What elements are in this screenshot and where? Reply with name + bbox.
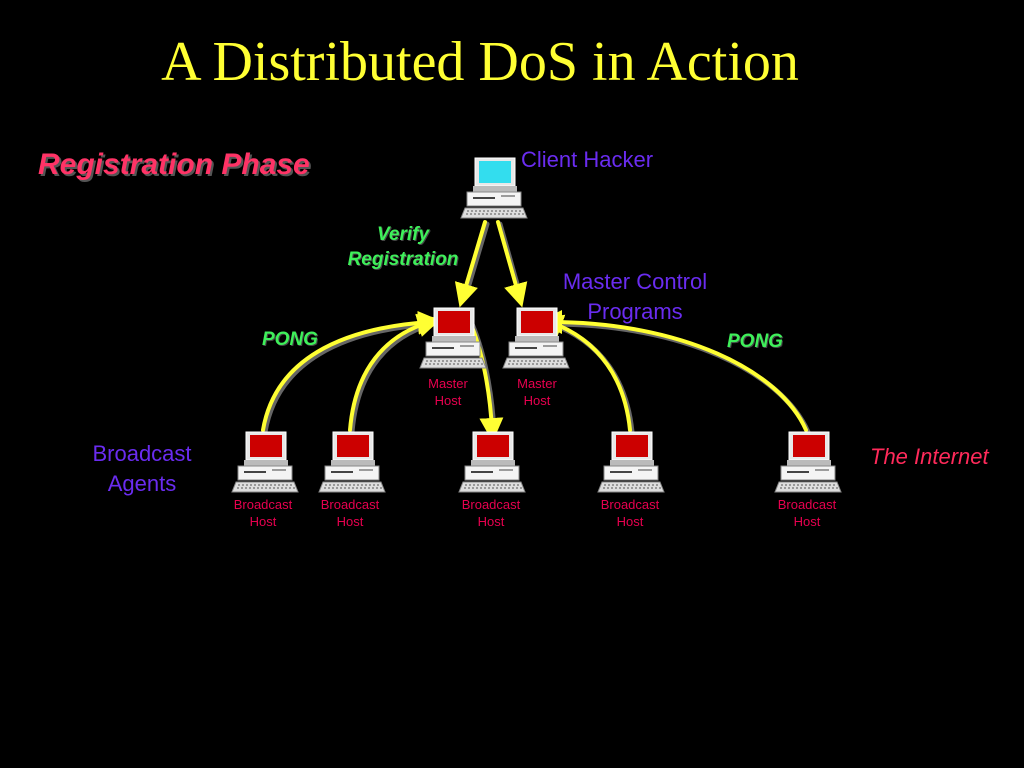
master-host-1-label: Master Host [418, 375, 478, 409]
broadcast-host-1-line1: Broadcast [233, 497, 293, 512]
internet-label: The Internet [870, 444, 989, 469]
master-host-2-label: Master Host [507, 375, 567, 409]
broadcast-host-1-label: Broadcast Host [225, 496, 301, 530]
broadcast-host-1-computer-icon [231, 431, 299, 493]
client-hacker-computer-icon [460, 157, 528, 219]
pong-arrow-1 [261, 310, 442, 432]
pong-label-right: PONG [727, 331, 783, 352]
broadcast-host-5-line1: Broadcast [777, 497, 837, 512]
broadcast-host-2-line2: Host [336, 514, 364, 529]
pong-arrow-4 [538, 314, 632, 432]
master-host-1-line1: Master [428, 376, 468, 391]
broadcast-host-3-line2: Host [477, 514, 505, 529]
broadcast-host-3-line1: Broadcast [461, 497, 521, 512]
broadcast-host-4-computer-icon [597, 431, 665, 493]
arrows [261, 220, 811, 442]
client-hacker-label: Client Hacker [521, 147, 654, 172]
pong-arrow-5 [538, 310, 808, 432]
verify-registration-label: Verify Registration [333, 222, 473, 272]
broadcast-host-4-label: Broadcast Host [592, 496, 668, 530]
master-control-line2: Programs [587, 299, 683, 324]
slide-title: A Distributed DoS in Action [161, 31, 799, 93]
broadcast-host-2-line1: Broadcast [320, 497, 380, 512]
broadcast-host-5-label: Broadcast Host [769, 496, 845, 530]
broadcast-host-2-computer-icon [318, 431, 386, 493]
verify-arrow-right [496, 220, 528, 308]
broadcast-host-2-label: Broadcast Host [312, 496, 388, 530]
master-host-2-line1: Master [517, 376, 557, 391]
broadcast-host-5-computer-icon [774, 431, 842, 493]
verify-arrow-left [454, 220, 487, 308]
verify-line1: Verify [376, 224, 430, 245]
broadcast-agents-line1: Broadcast [92, 441, 192, 466]
master-host-1-computer-icon [419, 307, 487, 369]
verify-line2: Registration [347, 249, 459, 270]
master-host-2-computer-icon [502, 307, 570, 369]
pong-arrow-2 [348, 313, 442, 432]
broadcast-host-4-line1: Broadcast [600, 497, 660, 512]
broadcast-host-5-line2: Host [793, 514, 821, 529]
phase-heading: Registration Phase [38, 148, 310, 181]
broadcast-host-1-line2: Host [249, 514, 277, 529]
master-host-1-line2: Host [434, 393, 462, 408]
broadcast-agents-line2: Agents [107, 471, 177, 496]
master-control-label: Master Control Programs [540, 267, 730, 327]
pong-label-left: PONG [262, 329, 318, 350]
master-host-2-line2: Host [523, 393, 551, 408]
broadcast-host-4-line2: Host [616, 514, 644, 529]
broadcast-host-3-computer-icon [458, 431, 526, 493]
broadcast-host-3-label: Broadcast Host [453, 496, 529, 530]
broadcast-agents-label: Broadcast Agents [72, 439, 212, 499]
master-control-line1: Master Control [562, 269, 708, 294]
